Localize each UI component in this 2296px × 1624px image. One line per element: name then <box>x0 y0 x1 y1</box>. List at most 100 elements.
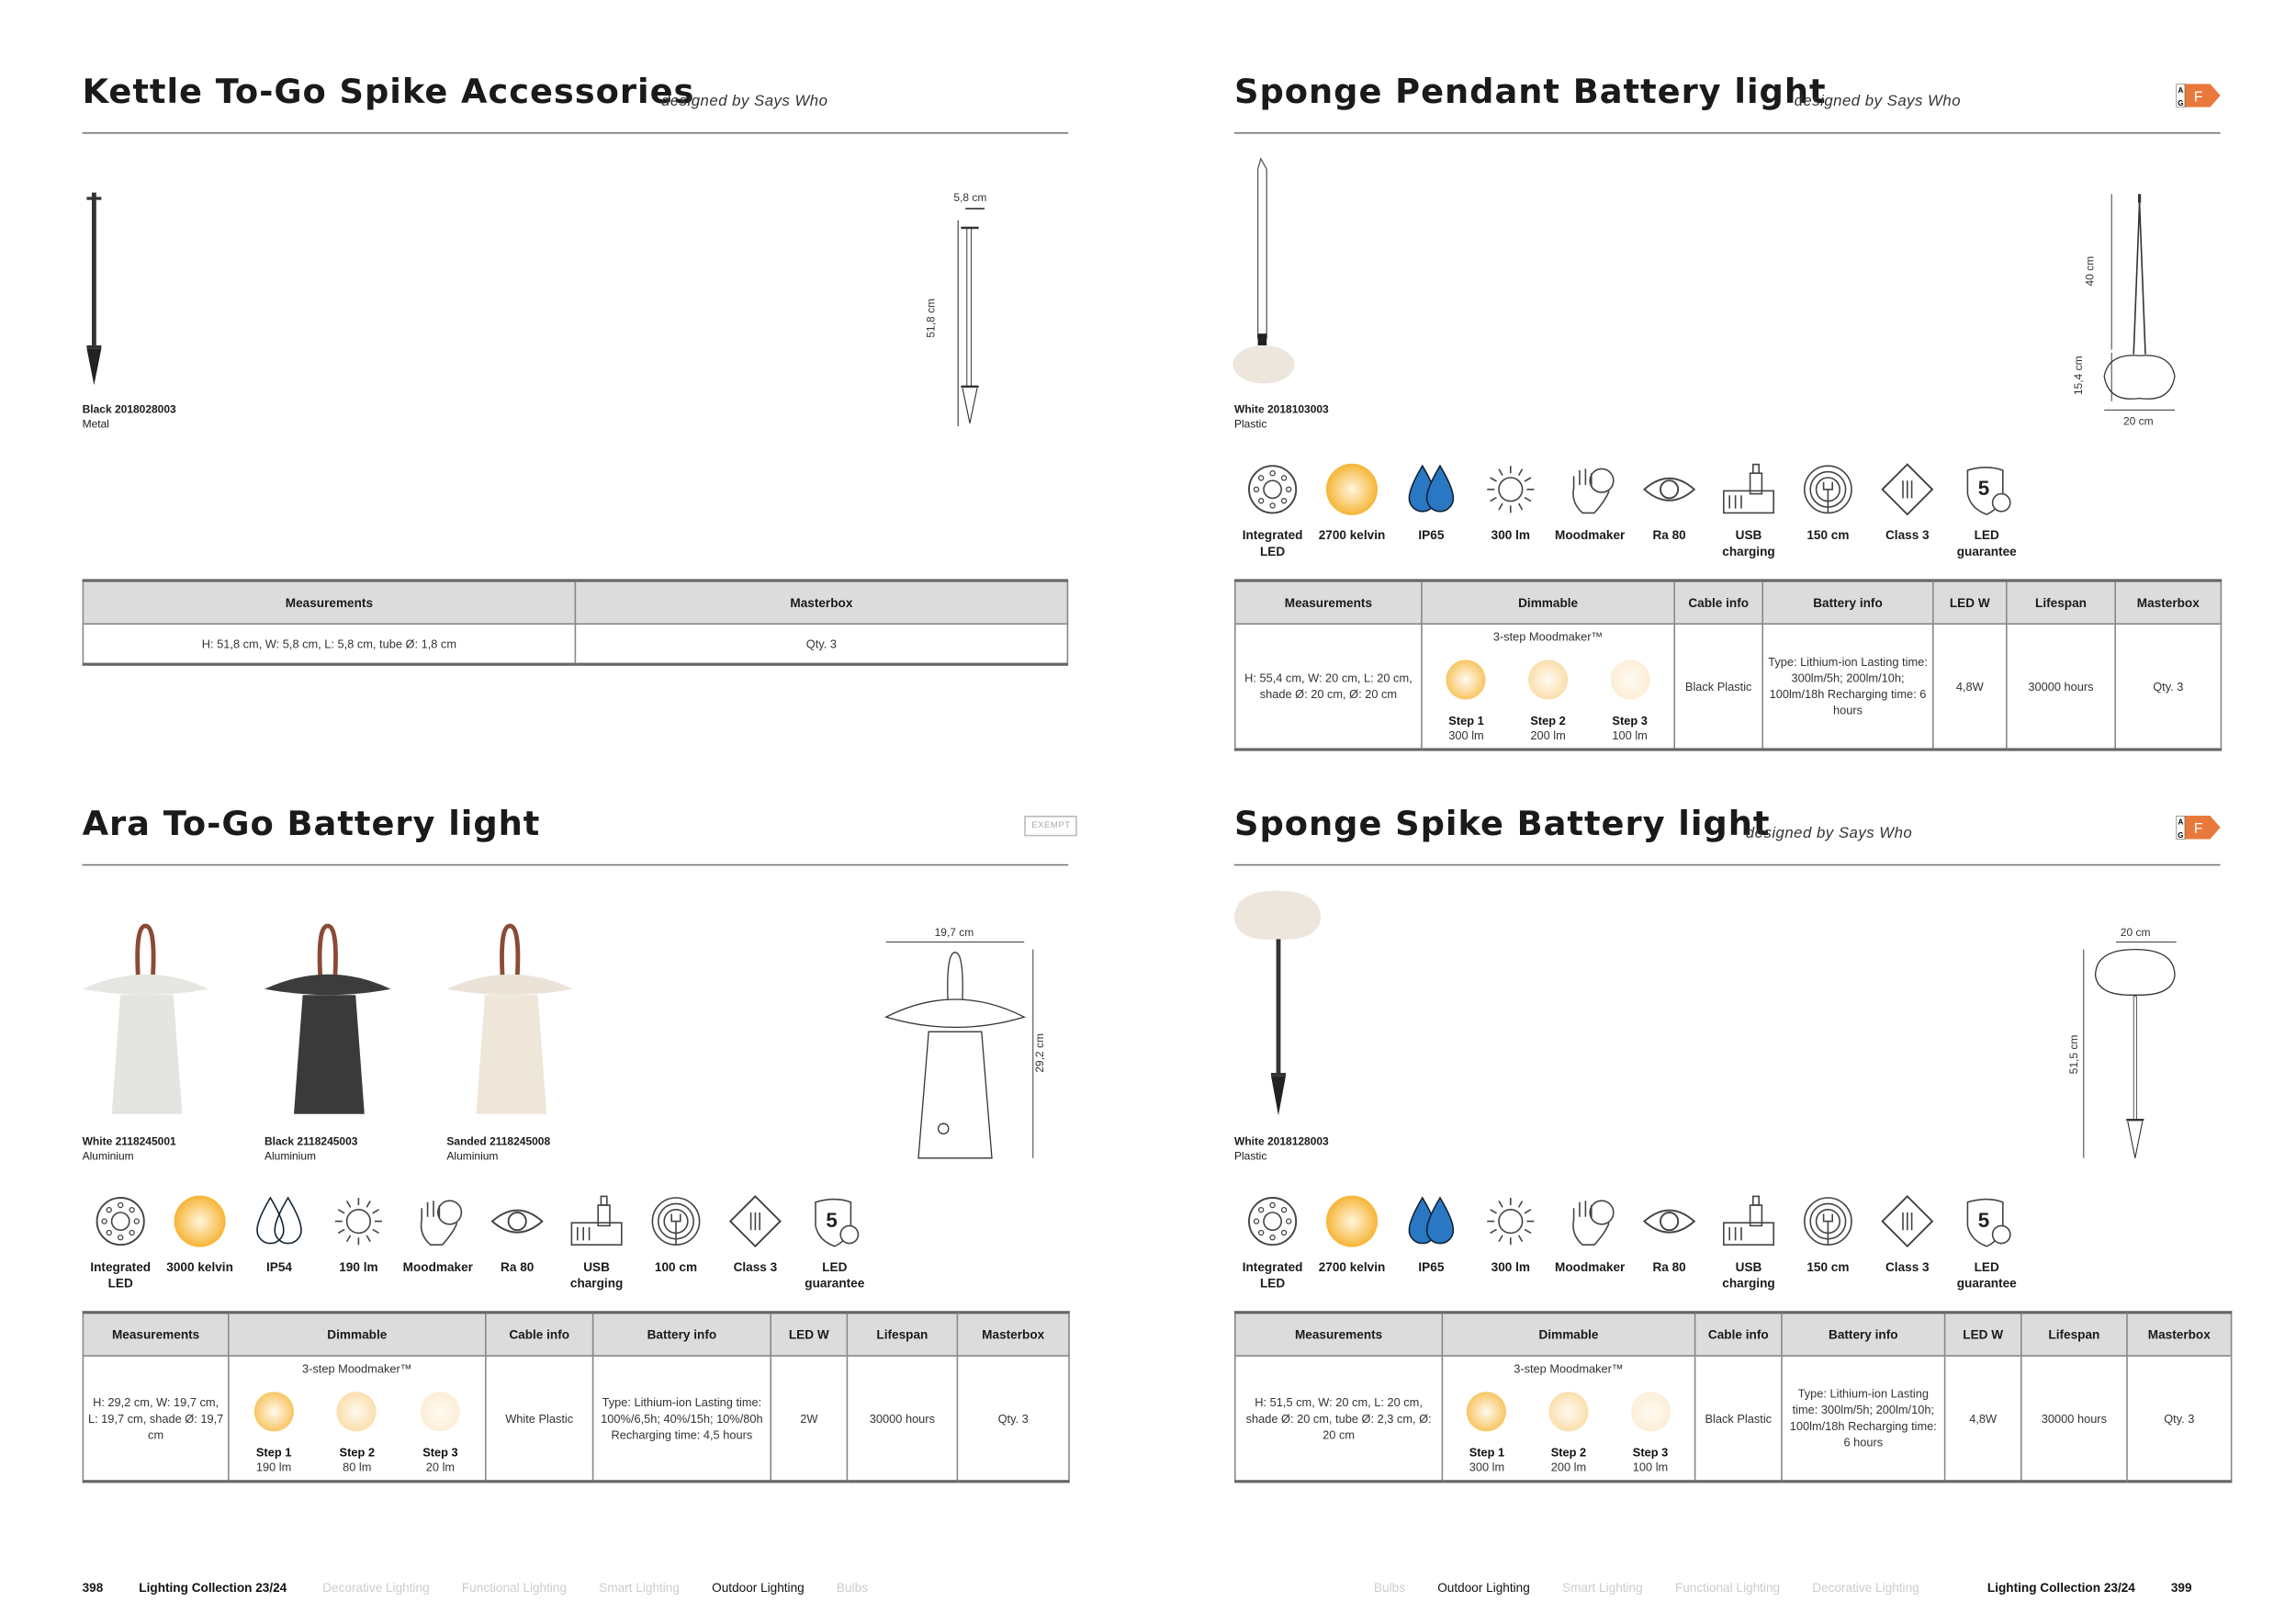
footer-nav-link[interactable]: Decorative Lighting <box>322 1580 430 1595</box>
feature-label: Ra 80 <box>1652 527 1686 543</box>
energy-class: F <box>2194 821 2203 837</box>
feature-label: 3000 kelvin <box>166 1259 233 1275</box>
kelvin-icon <box>174 1195 226 1247</box>
light-level-swatch <box>1610 660 1650 700</box>
designer-credit: designed by Says Who <box>1745 824 1913 842</box>
column-header: Masterbox <box>574 579 1069 625</box>
moodmaker-title: 3-step Moodmaker™ <box>1514 1362 1624 1376</box>
feature-label: USB charging <box>569 1259 624 1291</box>
feature-item: Moodmaker <box>1550 461 1629 544</box>
cable-icon <box>1804 465 1852 514</box>
usb-icon <box>1722 463 1774 514</box>
energy-scale-top: A <box>2178 818 2184 827</box>
divider <box>1234 863 2221 866</box>
column-header: Battery info <box>1781 1311 1946 1357</box>
lumen-sun-icon <box>1487 466 1535 513</box>
feature-item: 300 lm <box>1471 1193 1550 1276</box>
footer-nav-link[interactable]: Functional Lighting <box>461 1580 568 1595</box>
feature-item: Class 3 <box>1868 461 1947 544</box>
ra-eye-icon <box>490 1209 544 1234</box>
feature-label: USB charging <box>1722 527 1775 558</box>
lumen-sun-icon <box>334 1198 383 1246</box>
footer-nav-link[interactable]: Bulbs <box>836 1580 868 1595</box>
guarantee-shield-icon: 5 <box>815 1198 860 1247</box>
feature-item: Class 3 <box>715 1193 794 1276</box>
step-label: Step 2 <box>339 1446 375 1460</box>
feature-label: Class 3 <box>733 1259 778 1275</box>
page-number: 399 <box>2170 1580 2192 1595</box>
measurements-cell: H: 55,4 cm, W: 20 cm, L: 20 cm, shade Ø:… <box>1234 623 1423 751</box>
feature-label: LED guarantee <box>1956 1259 2017 1291</box>
footer-nav-link[interactable]: Smart Lighting <box>1562 1580 1643 1595</box>
step-lumen: 80 lm <box>343 1460 372 1474</box>
column-header: Lifespan <box>2006 579 2116 625</box>
ara-sanded-image <box>446 923 573 1114</box>
feature-label: Moodmaker <box>1555 527 1626 543</box>
feature-item: Integrated LED <box>1232 1193 1311 1291</box>
feature-label: Class 3 <box>1885 527 1930 543</box>
light-level-swatch <box>337 1392 377 1432</box>
feature-label: 300 lm <box>1491 527 1530 543</box>
ra-eye-icon <box>1642 1209 1696 1234</box>
feature-item: Integrated LED <box>81 1193 160 1291</box>
divider <box>82 132 1069 134</box>
measurements-cell: H: 29,2 cm, W: 19,7 cm, L: 19,7 cm, shad… <box>82 1355 230 1483</box>
footer-nav-link[interactable]: Bulbs <box>1374 1580 1406 1595</box>
footer-nav-link[interactable]: Functional Lighting <box>1674 1580 1781 1595</box>
moodmaker-hand-icon <box>1572 468 1615 514</box>
masterbox-cell: Qty. 3 <box>574 623 1069 666</box>
cable-info-cell: Black Plastic <box>1694 1355 1783 1483</box>
step-label: Step 2 <box>1550 1446 1587 1460</box>
feature-item: 150 cm <box>1788 461 1867 544</box>
column-header: Masterbox <box>2126 1311 2233 1357</box>
footer-nav-link[interactable]: Outdoor Lighting <box>712 1580 805 1595</box>
class3-icon <box>1881 1195 1934 1248</box>
feature-item: IP65 <box>1391 461 1470 544</box>
light-level-swatch <box>1548 1392 1589 1432</box>
light-level-swatch <box>1527 660 1569 700</box>
footer-nav-link[interactable]: Outdoor Lighting <box>1437 1580 1530 1595</box>
designer-credit: designed by Says Who <box>661 92 828 110</box>
feature-label: Class 3 <box>1885 1259 1930 1275</box>
footer-right: Bulbs Outdoor Lighting Smart Lighting Funct… <box>1374 1580 2192 1595</box>
footer-nav-link[interactable]: Smart Lighting <box>599 1580 680 1595</box>
light-level-swatch <box>1467 1392 1507 1432</box>
column-header: Dimmable <box>1421 579 1676 625</box>
feature-item: 300 lm <box>1471 461 1550 544</box>
feature-item: USB charging <box>557 1193 636 1291</box>
feature-label: 150 cm <box>1806 527 1850 543</box>
class3-icon <box>728 1195 782 1248</box>
column-header: Measurements <box>82 1311 230 1357</box>
dimension-width: 20 cm <box>2120 926 2151 940</box>
feature-label: Moodmaker <box>1555 1259 1626 1275</box>
feature-item: Moodmaker <box>399 1193 478 1276</box>
designer-credit: designed by Says Who <box>1794 92 1962 110</box>
column-header: Battery info <box>1761 579 1934 625</box>
column-header: Measurements <box>1234 579 1423 625</box>
led-watt-cell: 2W <box>770 1355 849 1483</box>
light-level-swatch <box>1446 660 1487 700</box>
feature-label: IP65 <box>1418 527 1445 543</box>
spike-light-product-image <box>1234 890 1322 1116</box>
footer-nav-link[interactable]: Decorative Lighting <box>1812 1580 1919 1595</box>
product-title: Kettle To-Go Spike Accessories <box>82 73 695 112</box>
column-header: LED W <box>770 1311 849 1357</box>
moodmaker-hand-icon <box>420 1200 463 1246</box>
feature-label: LED guarantee <box>805 1259 865 1291</box>
feature-label: Ra 80 <box>1652 1259 1686 1275</box>
dimension-height-shade: 15,4 cm <box>2071 355 2086 396</box>
feature-label: Moodmaker <box>402 1259 473 1275</box>
step-label: Step 3 <box>1612 714 1648 727</box>
lifespan-cell: 30000 hours <box>846 1355 959 1483</box>
feature-item: USB charging <box>1709 1193 1788 1291</box>
product-title: Sponge Spike Battery light <box>1234 805 1771 844</box>
column-header: Measurements <box>1234 1311 1444 1357</box>
feature-item: Moodmaker <box>1550 1193 1629 1276</box>
column-header: Dimmable <box>228 1311 487 1357</box>
column-header: Masterbox <box>2114 579 2223 625</box>
